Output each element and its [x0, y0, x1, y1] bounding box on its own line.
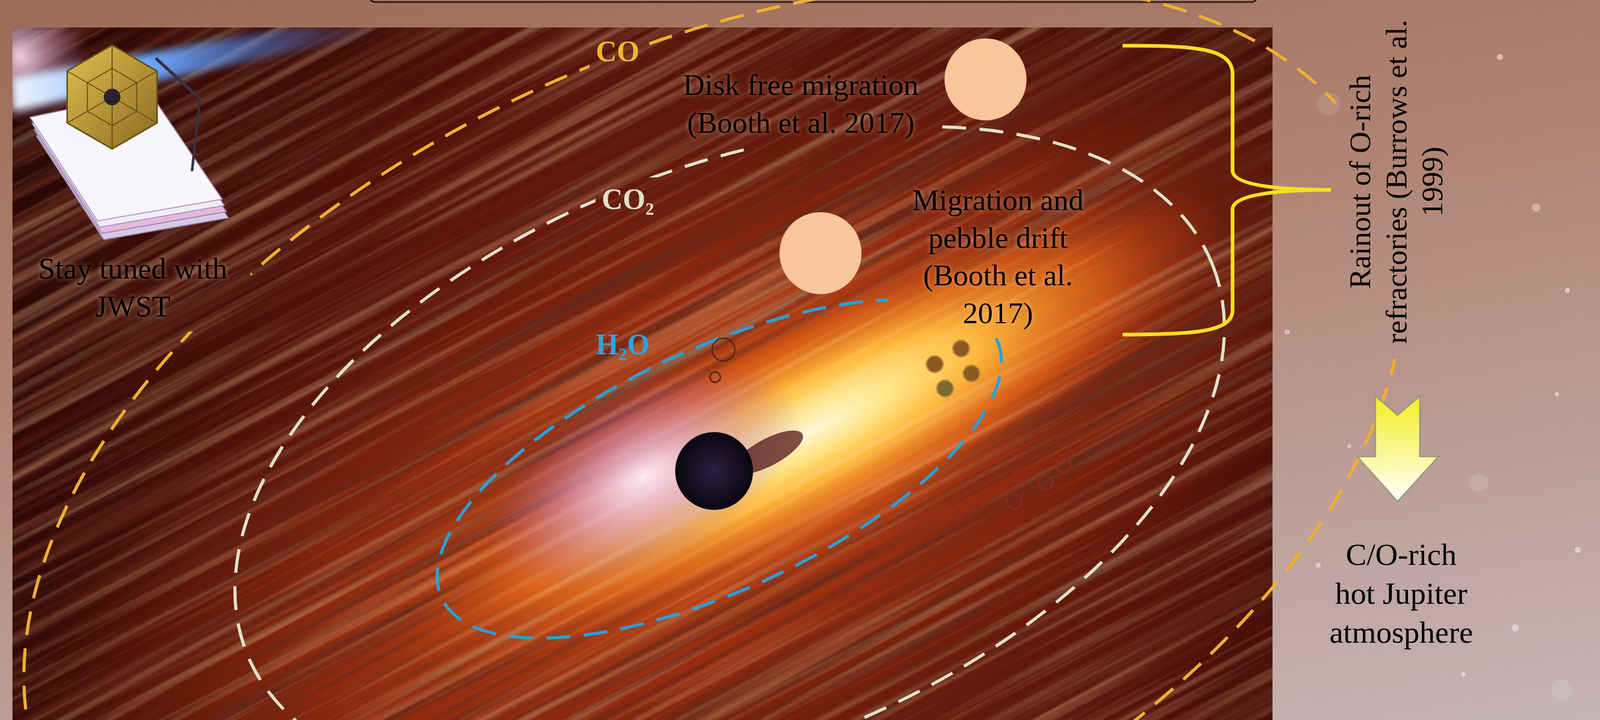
disk-illustration-part	[12, 27, 1273, 720]
jwst-icon-part	[66, 71, 157, 123]
down-arrow	[1357, 395, 1439, 502]
ice-line-label: H₂O	[595, 329, 650, 362]
disk-illustration-part	[12, 27, 1273, 720]
annotation: Rainout of O-rich refractories (Burrows …	[1342, 10, 1451, 353]
pebbles-part	[926, 356, 943, 373]
jwst-icon-part	[66, 45, 157, 149]
black-hole	[675, 432, 754, 511]
pebbles-part	[1013, 469, 1028, 484]
sparkles-part	[1554, 392, 1560, 397]
jwst-icon-part	[155, 58, 200, 99]
ice-line-label: CO₂	[602, 183, 655, 216]
disk-illustration	[12, 27, 1273, 720]
sparkles-part	[1347, 444, 1352, 449]
sparkles-part	[1574, 546, 1581, 554]
ice-line-label-box: CO	[595, 35, 640, 68]
disk-illustration-part	[450, 319, 837, 636]
disk-illustration-part-part	[12, 27, 1273, 720]
sparkles-part	[1469, 473, 1489, 492]
sparkles-part	[1284, 329, 1290, 335]
ice-line-label: CO	[595, 35, 640, 68]
pebbles-part	[936, 380, 954, 398]
pebbles-part	[1056, 458, 1071, 473]
co-snow-line	[0, 0, 1562, 720]
jwst-icon-part	[192, 98, 200, 172]
annotation: Disk free migration (Booth et al. 2017)	[665, 66, 936, 142]
annotation-box: Stay tuned with JWST	[21, 250, 245, 326]
sparkles-part	[1315, 563, 1321, 569]
snow-lines	[0, 0, 1562, 720]
sparkles-part	[1532, 203, 1541, 212]
jwst-icon-part	[103, 88, 121, 106]
pebbles-part	[952, 340, 970, 358]
pebbles-part	[1006, 494, 1022, 510]
pebbles	[709, 338, 1071, 510]
result-label-box: C/O-rich hot Jupiter atmosphere	[1325, 535, 1477, 653]
annotation: Migration and pebble drift (Booth et al.…	[894, 181, 1102, 333]
sparkles-part	[1496, 53, 1503, 61]
pebbles-part	[709, 372, 721, 383]
annotation: Stay tuned with JWST	[21, 250, 245, 326]
sparkles-part	[1461, 672, 1466, 677]
ice-line-label-box: CO₂	[602, 183, 655, 216]
pebbles-part	[712, 338, 735, 362]
planet	[779, 212, 862, 295]
bracket-part	[1122, 45, 1332, 335]
h2o-snow-line	[390, 230, 1048, 708]
pebbles-part	[1038, 475, 1054, 490]
bracket	[1122, 45, 1332, 335]
jwst-icon	[30, 45, 229, 240]
annotation-box: Disk free migration (Booth et al. 2017)	[665, 66, 936, 142]
jwst-icon-part	[66, 71, 157, 123]
ice-line-label-box: H₂O	[595, 329, 650, 362]
co2-snow-line	[138, 0, 1321, 720]
sparkles-part	[1564, 288, 1570, 294]
planet	[944, 38, 1027, 121]
pebbles-part	[963, 365, 980, 382]
result-label: C/O-rich hot Jupiter atmosphere	[1325, 535, 1477, 653]
sparkles-part	[1551, 679, 1573, 701]
disk-illustration-part-part	[12, 27, 1273, 720]
annotation-box: Rainout of O-rich refractories (Burrows …	[1342, 10, 1451, 353]
annotation-box: Migration and pebble drift (Booth et al.…	[894, 181, 1102, 333]
sparkles-part	[1511, 624, 1520, 632]
